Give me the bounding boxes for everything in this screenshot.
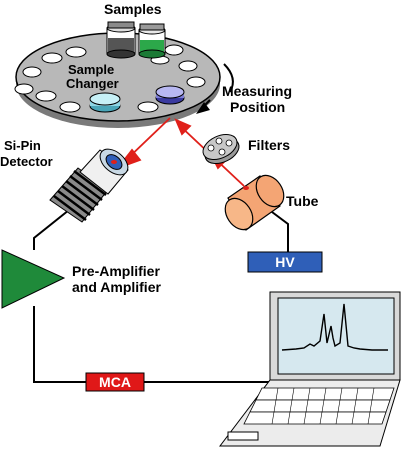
xray-tube	[224, 174, 285, 231]
tube-label: Tube	[286, 193, 319, 209]
filters-label: Filters	[248, 137, 290, 153]
sample-changer-label-line2: Changer	[66, 76, 119, 91]
measuring-position-label-line2: Position	[230, 99, 285, 115]
wire-detector-to-amplifier	[33, 205, 75, 250]
amplifier-label-line1: Pre-Amplifier	[72, 263, 160, 279]
wire-amplifier-to-mca	[33, 306, 86, 383]
sample-cup-blue	[155, 85, 185, 105]
laptop	[218, 291, 401, 447]
si-pin-label-line2: Detector	[0, 154, 53, 169]
mca-box: MCA	[85, 372, 145, 392]
hv-label: HV	[275, 254, 295, 270]
wiring	[33, 205, 289, 383]
measuring-position-label-line1: Measuring	[222, 83, 292, 99]
spectrum-trace	[281, 303, 388, 351]
filter-wheel	[202, 133, 240, 165]
sample-cup-green	[138, 23, 166, 59]
amplifier-triangle	[1, 249, 66, 309]
hv-box: HV	[247, 251, 323, 273]
sample-changer	[14, 32, 221, 128]
samples-label: Samples	[104, 1, 162, 17]
measuring-position-arrow	[196, 63, 234, 114]
si-pin-label-line1: Si-Pin	[4, 138, 41, 153]
sample-cup-grey	[106, 21, 136, 59]
sample-cup-cyan	[89, 92, 121, 113]
wire-tube-to-hv	[271, 211, 289, 252]
mca-label: MCA	[99, 374, 131, 390]
sample-changer-label-line1: Sample	[68, 62, 114, 77]
si-pin-detector	[49, 148, 129, 223]
amplifier-label-line2: and Amplifier	[72, 279, 161, 295]
